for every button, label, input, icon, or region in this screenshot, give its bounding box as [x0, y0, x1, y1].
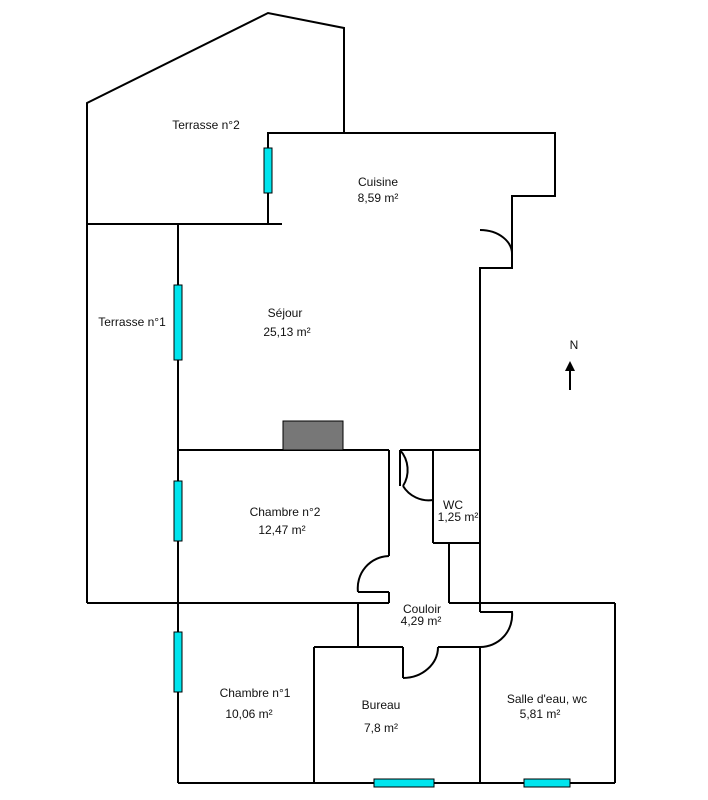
room-area-sejour: 25,13 m²: [263, 325, 310, 339]
room-area-wc: 1,25 m²: [438, 510, 479, 524]
room-name-cuisine: Cuisine: [358, 175, 398, 189]
room-area-chambre2: 12,47 m²: [258, 523, 305, 537]
door-bureau: [402, 646, 439, 679]
room-area-cuisine: 8,59 m²: [358, 191, 399, 205]
room-name-bureau: Bureau: [362, 698, 401, 712]
door-salle-eau: [479, 611, 514, 649]
door-wc: [402, 457, 434, 502]
room-name-chambre2: Chambre n°2: [250, 505, 321, 519]
window: [173, 631, 183, 693]
window: [173, 284, 183, 361]
window: [263, 147, 273, 194]
window: [173, 480, 183, 542]
window: [373, 778, 435, 788]
room-name-chambre1: Chambre n°1: [220, 686, 291, 700]
windows: [173, 147, 571, 788]
north-label: N: [570, 338, 579, 352]
room-name-terrasse1: Terrasse n°1: [98, 315, 166, 329]
room-name-sejour: Séjour: [268, 306, 303, 320]
walls: [86, 11, 616, 784]
room-labels: Terrasse n°2 Cuisine 8,59 m² Séjour 25,1…: [98, 118, 587, 735]
room-area-bureau: 7,8 m²: [364, 721, 398, 735]
room-area-salle-eau: 5,81 m²: [520, 707, 561, 721]
room-area-chambre1: 10,06 m²: [225, 707, 272, 721]
window: [523, 778, 571, 788]
room-name-salle-eau: Salle d'eau, wc: [507, 692, 587, 706]
door-hall: [399, 449, 409, 487]
door-cuisine-east: [479, 220, 514, 256]
north-arrow-icon: [565, 361, 575, 390]
north-indicator: N: [565, 338, 578, 390]
room-name-terrasse2: Terrasse n°2: [172, 118, 240, 132]
door-chambre2: [356, 555, 390, 593]
room-name-wc: WC: [443, 498, 463, 512]
room-area-couloir: 4,29 m²: [401, 614, 442, 628]
doors: [356, 220, 514, 679]
chimney: [282, 420, 344, 451]
room-name-couloir: Couloir: [403, 602, 441, 616]
